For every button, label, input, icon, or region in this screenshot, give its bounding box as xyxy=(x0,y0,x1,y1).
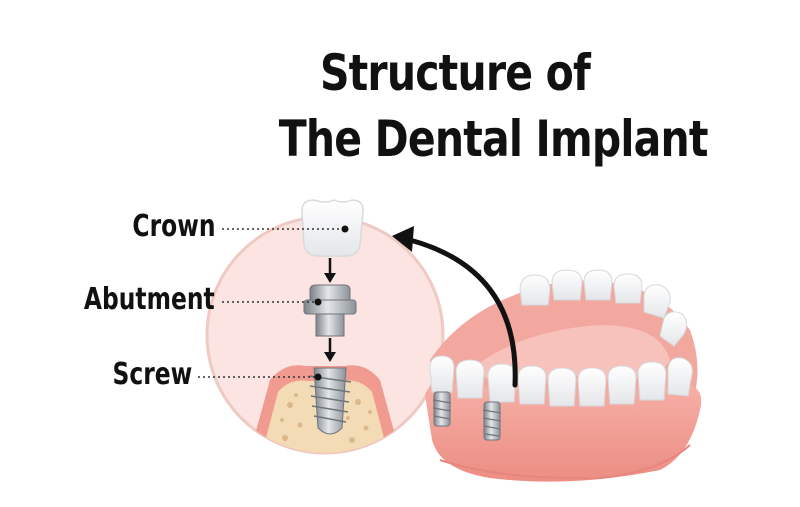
leader-dots xyxy=(314,225,349,381)
label-screw: Screw xyxy=(112,357,192,392)
curved-arrow xyxy=(392,226,518,388)
crown-tooth xyxy=(301,199,364,257)
abutment-part xyxy=(303,284,357,337)
label-abutment: Abutment xyxy=(84,282,215,317)
jaw-implant-screws xyxy=(432,391,502,441)
arrow-crown-to-abutment xyxy=(324,258,336,283)
denture-model xyxy=(425,269,702,482)
arrow-abutment-to-screw xyxy=(324,338,336,362)
implant-screw xyxy=(308,367,352,435)
title-line-1: Structure of xyxy=(319,44,591,102)
leader-lines xyxy=(198,228,345,378)
label-crown: Crown xyxy=(131,209,215,244)
